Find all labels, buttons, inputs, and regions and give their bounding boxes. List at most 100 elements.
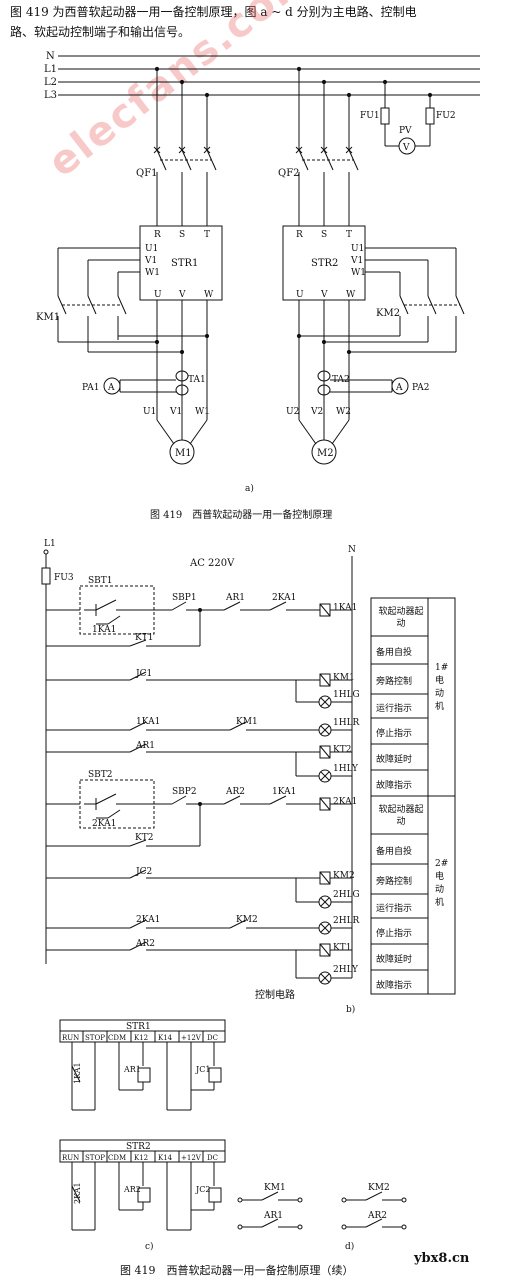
rung-bypass-2 bbox=[46, 869, 352, 909]
func-1-4: 运行指示 bbox=[376, 704, 413, 714]
lamp-2hly-label: 2HLY bbox=[333, 965, 359, 975]
ammeter-pa2 bbox=[391, 377, 409, 395]
out-km1-label: KM1 bbox=[264, 1183, 286, 1193]
soft-starter-str1 bbox=[139, 225, 223, 301]
func-1-3: 旁路控制 bbox=[376, 677, 413, 687]
str1-u1: U1 bbox=[145, 244, 158, 254]
ka2-il-label: 2KA1 bbox=[272, 593, 296, 603]
out-km2-label: KM2 bbox=[368, 1183, 390, 1193]
main-circuit-diagram: N L1 L2 L3 QF1 QF2 bbox=[36, 51, 480, 521]
pa1-symbol: A bbox=[107, 383, 115, 393]
m1-w1: W1 bbox=[195, 407, 210, 417]
str1-t-k14: K14 bbox=[158, 1034, 173, 1042]
fuse-fu2 bbox=[425, 107, 435, 125]
km1-no-label: KM1 bbox=[236, 717, 258, 727]
lamp-1hlg-label: 1HLG bbox=[333, 690, 360, 700]
str1-t-stop: STOP bbox=[85, 1034, 105, 1042]
str1-w: W bbox=[204, 290, 214, 300]
func-1-7: 故障指示 bbox=[376, 781, 413, 791]
ct-ta2 bbox=[317, 370, 331, 396]
bus-l1-label: L1 bbox=[44, 64, 57, 75]
ct-ta1 bbox=[175, 370, 189, 396]
str2-s: S bbox=[321, 230, 327, 240]
m2-v2: V2 bbox=[310, 407, 323, 417]
kt1-label: KT1 bbox=[135, 633, 153, 643]
ar1-nc-label: AR1 bbox=[225, 593, 245, 603]
fuse-fu3 bbox=[41, 567, 51, 585]
ar2-nc-label: AR2 bbox=[225, 787, 245, 797]
ar1-no-label: AR1 bbox=[135, 741, 155, 751]
voltmeter-pv bbox=[398, 137, 416, 155]
coil-kt1-label: KT1 bbox=[333, 943, 351, 953]
str2-u: U bbox=[296, 290, 304, 300]
ac-voltage: AC 220V bbox=[189, 558, 235, 569]
label-a: a) bbox=[245, 483, 254, 494]
motor-m1 bbox=[169, 439, 195, 465]
lamp-2hlg-label: 2HLG bbox=[333, 890, 360, 900]
bus-l2-label: L2 bbox=[44, 77, 57, 88]
group-motor-2: 2#电动机 bbox=[435, 859, 449, 908]
pa1-label: PA1 bbox=[82, 383, 99, 393]
qf1-label: QF1 bbox=[136, 168, 158, 179]
sbp2-label: SBP2 bbox=[172, 787, 197, 797]
site-watermark: ybx8.cn bbox=[413, 1251, 470, 1266]
func-1-5: 停止指示 bbox=[376, 729, 413, 739]
str1-block-name: STR1 bbox=[126, 1022, 151, 1032]
rung-bypass-1 bbox=[46, 671, 352, 709]
pa2-symbol: A bbox=[395, 383, 403, 393]
row2-ar: AR2 bbox=[123, 1185, 141, 1194]
str1-w1: W1 bbox=[145, 268, 160, 278]
rung-stop-1 bbox=[46, 721, 352, 737]
pa2-label: PA2 bbox=[412, 383, 429, 393]
sbp1-label: SBP1 bbox=[172, 593, 197, 603]
pv-label: PV bbox=[399, 126, 412, 136]
caption-continued: 图 419 西普软起动器一用一备控制原理（续） bbox=[120, 1263, 354, 1277]
ka1-no-label: 1KA1 bbox=[136, 717, 160, 727]
ar2-no-label: AR2 bbox=[135, 939, 155, 949]
str2-v1: V1 bbox=[350, 256, 363, 266]
supply-l1: L1 bbox=[44, 539, 56, 549]
ka1-il-label: 1KA1 bbox=[272, 787, 296, 797]
str1-r: R bbox=[154, 230, 161, 240]
str1-t-k12: K12 bbox=[134, 1034, 148, 1042]
rung-stop-2 bbox=[46, 919, 352, 935]
lamp-2hlr-label: 2HLR bbox=[333, 916, 360, 926]
str2-t-stop: STOP bbox=[85, 1154, 105, 1162]
label-b: b) bbox=[346, 1004, 355, 1015]
str1-t: T bbox=[204, 230, 210, 240]
str1-v1: V1 bbox=[144, 256, 157, 266]
bypass-km2 bbox=[296, 247, 465, 355]
breaker-qf1 bbox=[153, 146, 217, 226]
rung-fault-2 bbox=[46, 941, 353, 985]
str2-block-name: STR2 bbox=[126, 1142, 151, 1152]
intro-line-2: 路、软起动控制端子和输出信号。 bbox=[10, 25, 191, 39]
func-1-2: 备用自投 bbox=[376, 648, 413, 658]
group-motor-1: 1#电动机 bbox=[435, 663, 449, 712]
qf2-label: QF2 bbox=[278, 168, 300, 179]
str1-s: S bbox=[179, 230, 185, 240]
m1-v1: V1 bbox=[169, 407, 182, 417]
str2-t-k12: K12 bbox=[134, 1154, 148, 1162]
terminal-diagram: STR1 RUN STOP CDM K12 K14 +12V DC 1KA1 A… bbox=[59, 1019, 226, 1252]
fu2-label: FU2 bbox=[436, 111, 456, 121]
rung-start-2 bbox=[46, 779, 352, 847]
control-circuit-label: 控制电路 bbox=[255, 988, 295, 1001]
fu3-label: FU3 bbox=[54, 573, 74, 583]
func-1-1: 软起动器起动 bbox=[378, 607, 424, 629]
rung-fault-1 bbox=[46, 743, 352, 783]
motor-m2 bbox=[311, 439, 337, 465]
m2-w2: W2 bbox=[336, 407, 351, 417]
str2-u1: U1 bbox=[351, 244, 364, 254]
ammeter-pa1 bbox=[103, 377, 121, 395]
m2-label: M2 bbox=[317, 448, 334, 459]
supply-n: N bbox=[348, 545, 356, 555]
m1-u1: U1 bbox=[143, 407, 156, 417]
label-c: c) bbox=[145, 1241, 154, 1252]
kt2-label: KT2 bbox=[135, 833, 153, 843]
km2-no-label: KM2 bbox=[236, 915, 258, 925]
label-d: d) bbox=[345, 1241, 354, 1252]
str2-t-k14: K14 bbox=[158, 1154, 173, 1162]
breaker-qf2 bbox=[295, 146, 359, 226]
func-2-6: 故障延时 bbox=[376, 955, 413, 965]
power-buses bbox=[58, 55, 480, 96]
